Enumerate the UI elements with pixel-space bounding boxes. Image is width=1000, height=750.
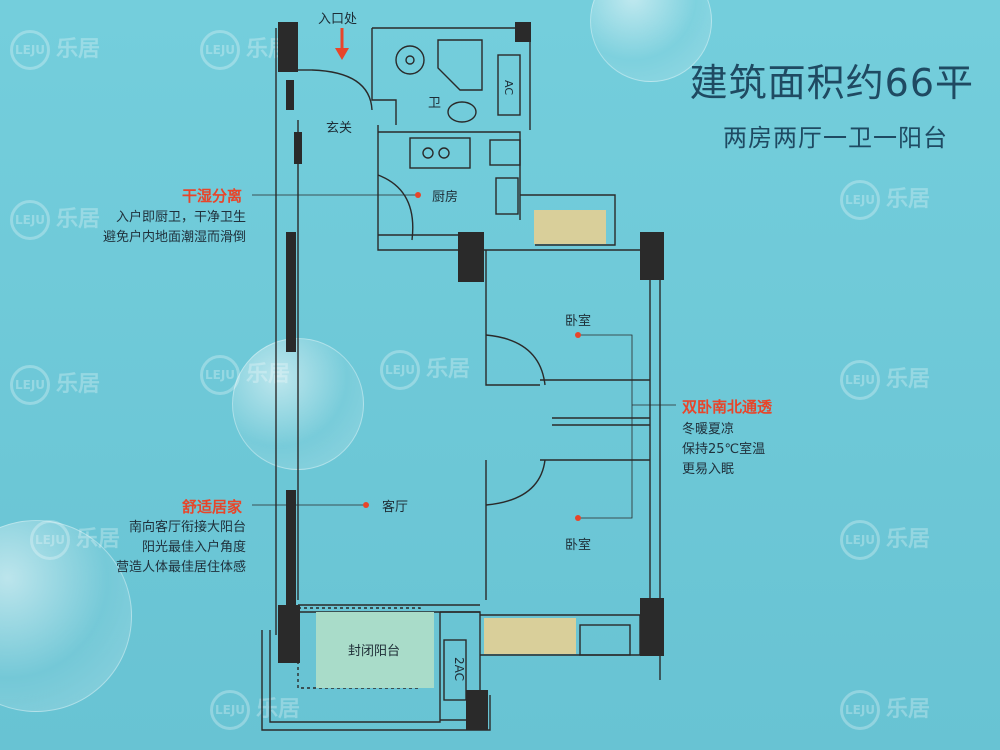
callout-dry-wet-title: 干湿分离 <box>182 187 243 205</box>
room-label-bedroom-south: 卧室 <box>565 538 592 553</box>
page-title: 建筑面积约66平 <box>689 61 974 105</box>
bedroom-south-marker <box>575 515 581 521</box>
structural-columns <box>278 22 664 730</box>
stove-burner <box>438 147 450 159</box>
comfort-marker <box>363 502 369 508</box>
bath-west-wall <box>371 28 397 125</box>
column <box>640 232 664 280</box>
entrance-label: 入口处 <box>318 12 358 27</box>
callout-line: 冬暖夏凉 <box>682 422 735 437</box>
callout-line: 阳光最佳入户角度 <box>141 540 246 555</box>
callout-line: 入户即厨卫，干净卫生 <box>115 210 246 225</box>
ac-ledge <box>440 611 481 721</box>
callout-line: 南向客厅衔接大阳台 <box>128 520 246 535</box>
callout-line: 避免户内地面潮湿而滑倒 <box>102 230 246 245</box>
closed-balcony-floor <box>316 612 434 688</box>
callout-line: 更易入眠 <box>682 462 735 477</box>
column <box>286 80 294 110</box>
ac-label-top: AC <box>502 80 515 95</box>
room-label-kitchen: 厨房 <box>432 190 459 205</box>
entry-door-swing <box>311 69 373 111</box>
callout-bedrooms-title: 双卧南北通透 <box>682 398 773 416</box>
bedroom-north-inner <box>485 250 540 386</box>
balcony-cabinet <box>579 624 631 656</box>
callout-bedrooms-body: 冬暖夏凉 保持25℃室温 更易入眠 <box>682 420 765 480</box>
small-balcony-floor <box>534 210 606 244</box>
callout-comfort-body: 南向客厅衔接大阳台 阳光最佳入户角度 营造人体最佳居住体感 <box>86 518 246 578</box>
callout-line: 营造人体最佳居住体感 <box>115 560 246 575</box>
column <box>294 132 302 164</box>
room-label-bedroom-north: 卧室 <box>565 314 592 329</box>
kitchen-counter <box>409 137 471 169</box>
bedrooms-leader-line <box>578 334 633 519</box>
room-label-foyer: 玄关 <box>326 121 353 136</box>
bedroom-north-door-swing <box>485 334 546 386</box>
column <box>640 598 664 656</box>
kitchen-north-wall <box>378 131 521 220</box>
column <box>278 605 300 663</box>
balcony-north-small <box>520 194 616 246</box>
callout-comfort-title: 舒适居家 <box>182 498 243 516</box>
column <box>515 22 531 42</box>
column <box>278 22 298 72</box>
callout-line: 保持25℃室温 <box>682 442 766 457</box>
column <box>466 690 488 730</box>
column <box>286 232 296 352</box>
ac-unit-top <box>497 54 521 116</box>
foyer-south-wall <box>377 125 470 251</box>
entrance-arrow-icon <box>335 28 349 60</box>
callout-dry-wet-body: 入户即厨卫，干净卫生 避免户内地面潮湿而滑倒 <box>88 208 246 248</box>
bedroom-north-marker <box>575 332 581 338</box>
room-label-living: 客厅 <box>382 500 409 515</box>
kitchen-sink <box>489 139 521 166</box>
room-label-balcony: 封闭阳台 <box>348 644 401 659</box>
dry-wet-marker <box>415 192 421 198</box>
page-subtitle: 两房两厅一卫一阳台 <box>723 124 948 152</box>
room-label-bathroom: 卫 <box>428 96 442 111</box>
ac-unit-bottom <box>443 639 467 701</box>
balcony-enclosure-inner <box>269 612 441 723</box>
basin-drain <box>405 55 415 65</box>
kitchen-door-swing <box>377 174 414 241</box>
ac-label-bottom: 2AC <box>452 657 466 681</box>
shower-tray <box>437 39 483 91</box>
sun-balcony-floor <box>484 618 576 654</box>
column <box>458 232 484 282</box>
balcony-enclosure <box>261 630 491 731</box>
column <box>286 490 296 610</box>
washer-fixture <box>495 177 519 215</box>
toilet-fixture <box>447 101 477 123</box>
stove-burner <box>422 147 434 159</box>
basin-fixture <box>395 45 425 75</box>
bedroom-south-door-swing <box>485 459 546 506</box>
